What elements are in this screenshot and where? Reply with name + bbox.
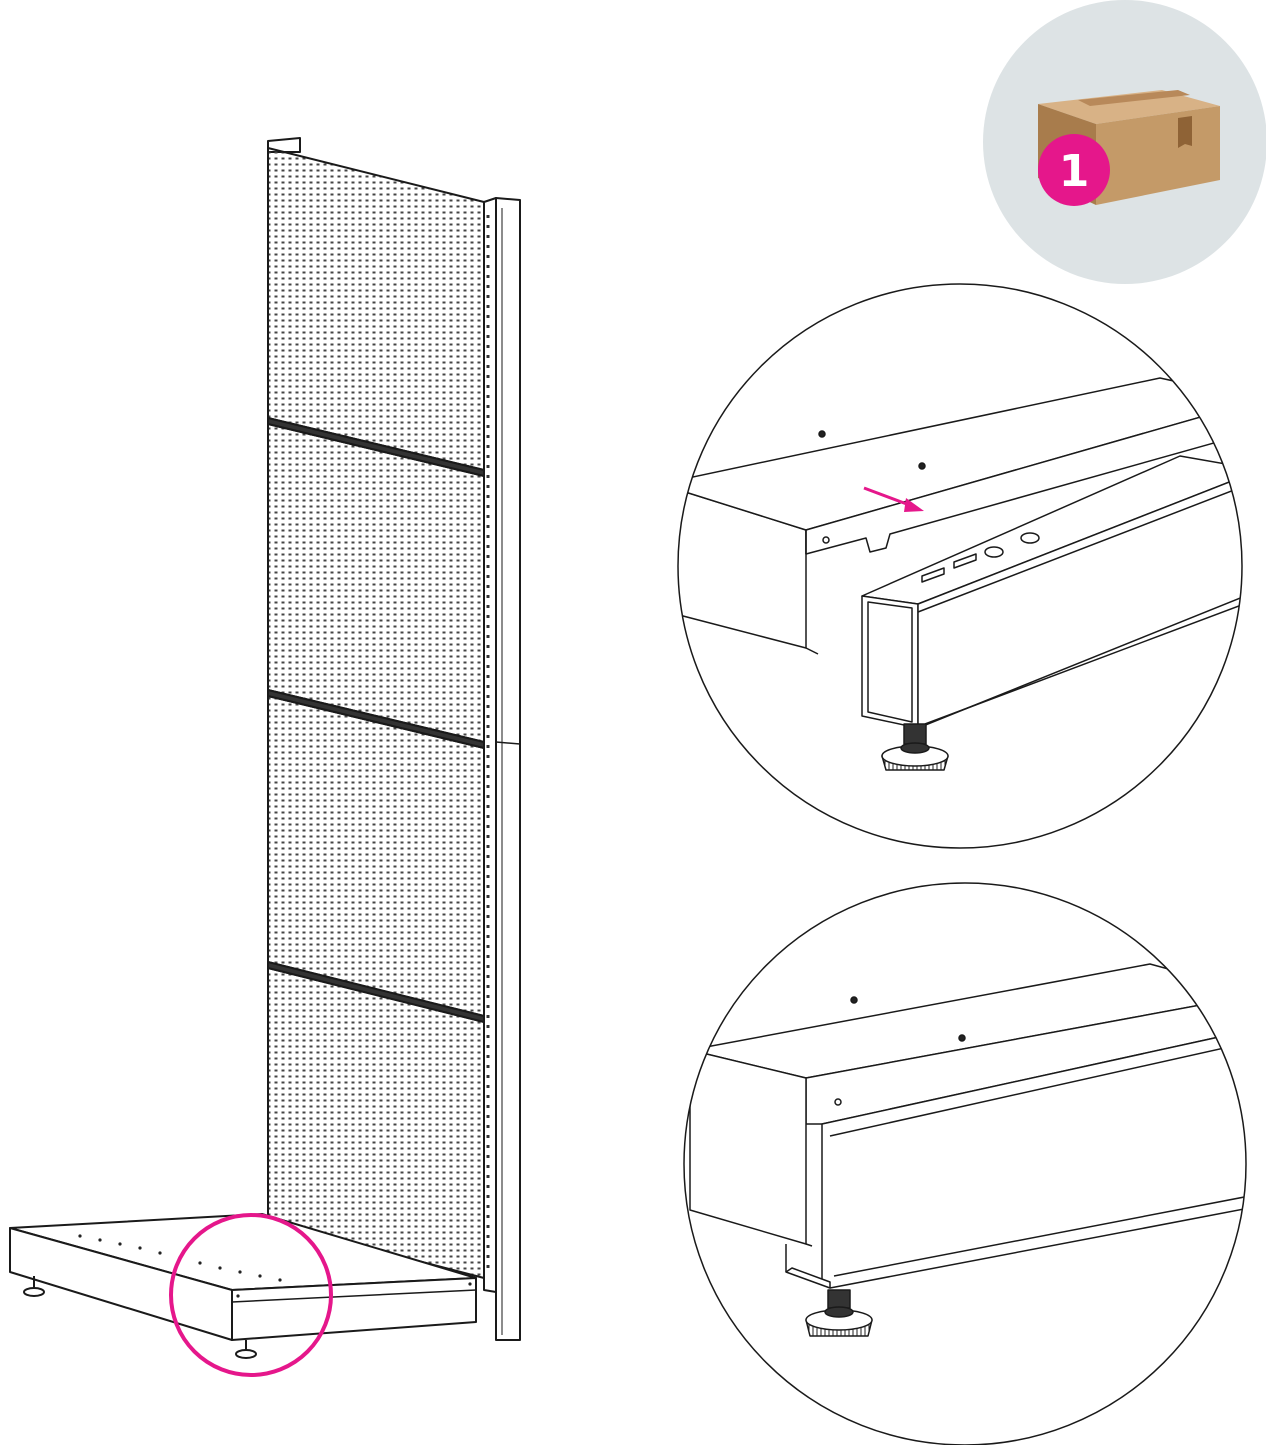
base-joint-detail-before	[677, 283, 1243, 849]
upright-base-tube	[861, 455, 1242, 729]
back-panel-2	[267, 423, 485, 743]
rail-hole	[818, 430, 826, 438]
leveling-foot	[23, 1276, 257, 1359]
leveling-foot	[881, 723, 949, 771]
base-joint-detail-after	[683, 882, 1247, 1445]
leveling-foot	[805, 1289, 873, 1337]
detail-circle	[683, 882, 1247, 1445]
back-panels	[267, 147, 485, 1279]
step-badge: 1	[983, 0, 1266, 284]
step-number: 1	[1059, 146, 1090, 197]
slotted-upright	[483, 197, 521, 1341]
rail-hole	[918, 462, 926, 470]
base-deck	[9, 1213, 477, 1341]
rail-hole	[850, 996, 858, 1004]
rail-hole	[958, 1034, 966, 1042]
shelving-unit-overview	[9, 137, 521, 1377]
base-side-plinth	[231, 1277, 477, 1341]
upright-base-tube	[785, 1027, 1246, 1289]
detail-circle	[677, 283, 1243, 849]
rail-hole	[822, 536, 830, 544]
rail-hole	[834, 1098, 842, 1106]
kick-plate	[689, 1049, 807, 1245]
joint-highlight-circle	[169, 1213, 333, 1377]
back-panel-3	[267, 695, 485, 1017]
back-panel-1	[267, 147, 485, 471]
insert-arrow-icon	[863, 486, 924, 512]
base-rail	[678, 377, 1242, 531]
step-number-circle	[1038, 134, 1110, 206]
